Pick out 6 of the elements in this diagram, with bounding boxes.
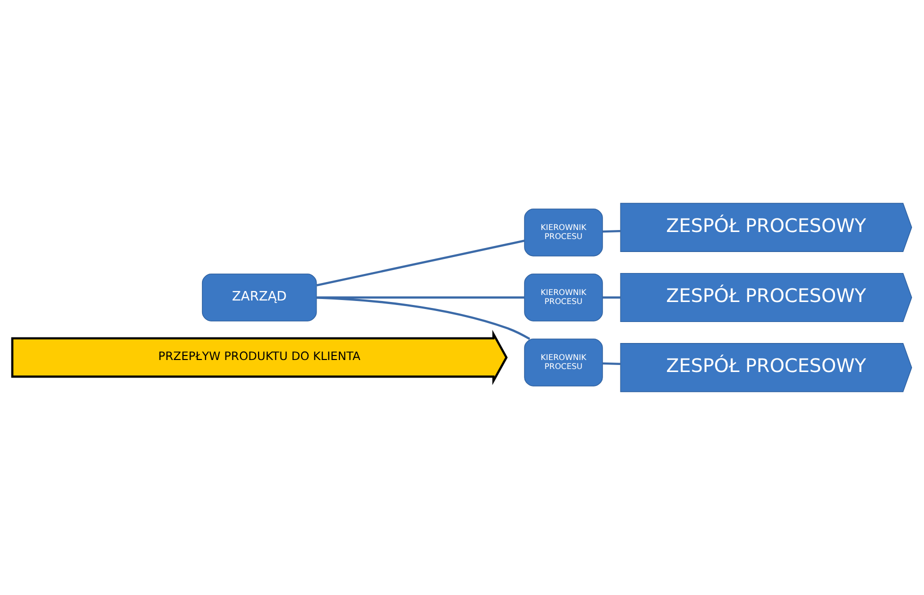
connector	[316, 296, 530, 340]
connector	[316, 240, 525, 286]
connector	[602, 296, 620, 299]
connector	[602, 230, 620, 233]
node-box: ZARZĄD	[202, 274, 317, 322]
connector	[602, 362, 620, 366]
